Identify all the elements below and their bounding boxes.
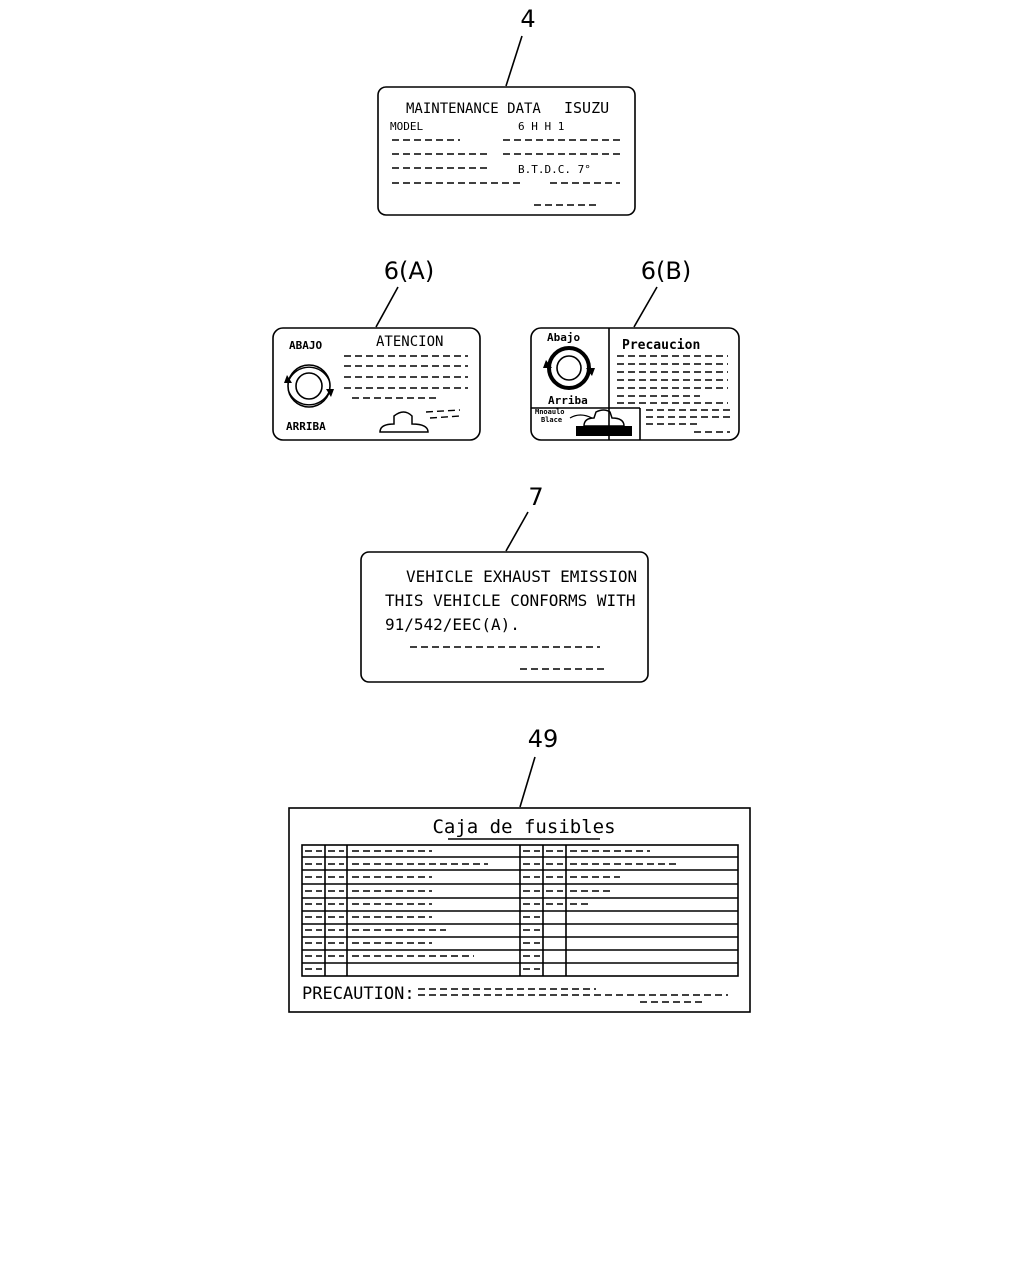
leader-line-7 [505, 511, 529, 552]
callout-49: 49 [528, 725, 559, 753]
timing-value: B.T.D.C. 7° [518, 163, 591, 176]
label-49-group: 49 Caja de fusibles [288, 725, 751, 1013]
small-label-1: Mnoaulo [535, 408, 565, 416]
callout-6b: 6(B) [641, 257, 691, 285]
emission-line-1: VEHICLE EXHAUST EMISSION [406, 567, 637, 586]
callout-6a: 6(A) [384, 257, 434, 285]
radiator-cap-pictogram-icon [379, 409, 461, 433]
exhaust-emission-label [360, 551, 649, 683]
callout-4: 4 [520, 5, 535, 33]
label-6a-group: 6(A) ABAJO ATENCION ARRIBA [272, 257, 481, 441]
callout-7: 7 [528, 483, 543, 511]
label-4-group: 4 MAINTENANCE DATA ISUZU MODEL 6 H H 1 B… [377, 5, 636, 216]
arriba-text: ARRIBA [286, 420, 326, 433]
model-value: 6 H H 1 [518, 120, 564, 133]
label-7-group: 7 VEHICLE EXHAUST EMISSION THIS VEHICLE … [360, 483, 649, 683]
cap-rotation-icon [543, 346, 595, 390]
atencion-heading: ATENCION [376, 334, 443, 350]
arriba-text: Arriba [548, 394, 588, 407]
label-6b-group: 6(B) Abajo Arriba Precaucion Mnoaulo Bla… [530, 257, 740, 441]
precaution-text: PRECAUTION: [302, 984, 415, 1004]
leader-line-6b [633, 286, 658, 328]
isuzu-brand: ISUZU [564, 99, 609, 117]
abajo-text: Abajo [547, 331, 580, 344]
reservoir-pictogram-icon [569, 409, 632, 436]
fuse-table [301, 844, 739, 977]
maintenance-data-title: MAINTENANCE DATA [406, 101, 541, 117]
cap-rotation-icon [284, 364, 334, 408]
emission-line-3: 91/542/EEC(A). [385, 615, 520, 634]
precaucion-heading: Precaucion [622, 338, 700, 353]
leader-line-49 [519, 756, 536, 808]
leader-line-6a [375, 286, 399, 328]
abajo-text: ABAJO [289, 339, 322, 352]
leader-line-4 [505, 35, 523, 87]
emission-line-2: THIS VEHICLE CONFORMS WITH [385, 591, 635, 610]
small-label-2: Blace [541, 416, 562, 424]
fuse-box-title: Caja de fusibles [432, 816, 615, 838]
model-key: MODEL [390, 120, 423, 133]
